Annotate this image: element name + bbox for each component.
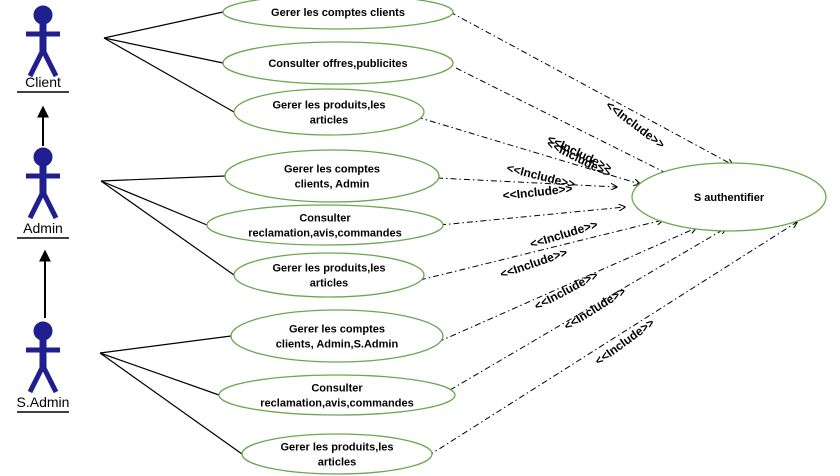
association-admin-uc5 xyxy=(100,180,208,226)
actor-left-leg xyxy=(27,48,46,78)
use-case-ellipse xyxy=(222,0,454,30)
actor-body xyxy=(39,339,47,369)
use-case-uc5[interactable]: Consulter reclamation,avis,commandes xyxy=(206,204,444,246)
use-case-uc2[interactable]: Consulter offres,publicites xyxy=(222,41,454,85)
use-case-uc6[interactable]: Gerer les produits,les articles xyxy=(233,252,425,298)
include-line-uc7 xyxy=(437,228,696,343)
use-case-uc7[interactable]: Gerer les comptes clients, Admin,S.Admin xyxy=(230,309,444,363)
include-line-uc8 xyxy=(449,228,726,391)
use-case-label: Gerer les comptes xyxy=(284,164,380,176)
use-case-ellipse xyxy=(206,204,444,246)
include-label-uc4: <<Include>> xyxy=(502,181,573,202)
include-line-uc9 xyxy=(427,222,797,457)
actor-head xyxy=(33,5,53,25)
association-sadmin-uc9 xyxy=(99,352,243,455)
actor-right-leg xyxy=(40,364,59,394)
authentifier-ellipse xyxy=(631,162,827,232)
include-line-uc1 xyxy=(449,11,733,165)
association-client-uc3 xyxy=(103,37,235,113)
association-client-uc2 xyxy=(103,37,224,64)
association-sadmin-uc7 xyxy=(99,335,232,354)
use-case-label: Gerer les produits,les xyxy=(272,263,385,275)
actor-label-sadmin: S.Admin xyxy=(17,394,70,410)
use-case-label: Gerer les comptes xyxy=(289,324,385,336)
actor-body xyxy=(39,165,47,195)
use-case-ellipse xyxy=(218,374,456,416)
include-line-uc6 xyxy=(419,220,663,281)
actor-left-leg xyxy=(27,364,46,394)
use-case-label: Consulter xyxy=(311,383,363,395)
include-line-uc5 xyxy=(439,207,625,226)
use-case-ellipse xyxy=(230,309,444,363)
use-case-label: Gerer les produits,les xyxy=(272,100,385,112)
use-case-label: clients, Admin,S.Admin xyxy=(276,339,399,351)
use-case-label: Consulter offres,publicites xyxy=(268,58,407,70)
include-line-uc3 xyxy=(416,116,640,184)
actor-head xyxy=(33,147,53,167)
use-case-ellipse xyxy=(224,149,440,203)
use-case-label: Gerer les comptes clients xyxy=(271,7,405,19)
actor-right-leg xyxy=(40,48,59,78)
use-case-uc1[interactable]: Gerer les comptes clients xyxy=(222,0,454,30)
authentifier-label: S authentifier xyxy=(694,192,765,204)
use-case-uc9[interactable]: Gerer les produits,les articles xyxy=(241,433,433,475)
use-case-ellipse xyxy=(241,433,433,475)
association-sadmin-uc8 xyxy=(99,352,220,396)
use-case-label: reclamation,avis,commandes xyxy=(248,228,401,240)
association-admin-uc4 xyxy=(100,175,226,182)
actor-body xyxy=(39,23,47,53)
use-case-label: Consulter xyxy=(299,213,351,225)
include-label-uc1: <<Include>> xyxy=(603,98,667,151)
actor-head xyxy=(33,321,53,341)
use-case-ellipse xyxy=(233,252,425,298)
actor-left-leg xyxy=(27,190,46,220)
use-case-ellipse xyxy=(233,88,425,136)
actor-sadmin[interactable] xyxy=(26,321,60,394)
use-case-label: reclamation,avis,commandes xyxy=(260,398,413,410)
use-case-label: Gerer les produits,les xyxy=(280,442,393,454)
actor-admin[interactable] xyxy=(26,147,60,220)
use-case-uc8[interactable]: Consulter reclamation,avis,commandes xyxy=(218,374,456,416)
use-case-label: articles xyxy=(310,278,349,290)
association-admin-uc6 xyxy=(100,180,235,276)
include-line-uc4 xyxy=(436,177,617,187)
association-client-uc1 xyxy=(103,11,224,39)
actor-label-admin: Admin xyxy=(23,220,63,236)
use-case-label: clients, Admin xyxy=(295,179,370,191)
use-case-authentifier[interactable]: S authentifier xyxy=(631,162,827,232)
use-case-uc3[interactable]: Gerer les produits,les articles xyxy=(233,88,425,136)
use-case-label: articles xyxy=(310,115,349,127)
actor-client[interactable] xyxy=(26,5,60,78)
include-label-uc9: <<Include>> xyxy=(592,316,657,368)
use-case-label: articles xyxy=(318,457,357,469)
use-case-ellipse xyxy=(222,41,454,85)
use-case-uc4[interactable]: Gerer les comptes clients, Admin xyxy=(224,149,440,203)
actor-label-client: Client xyxy=(25,74,61,90)
actor-right-leg xyxy=(40,190,59,220)
